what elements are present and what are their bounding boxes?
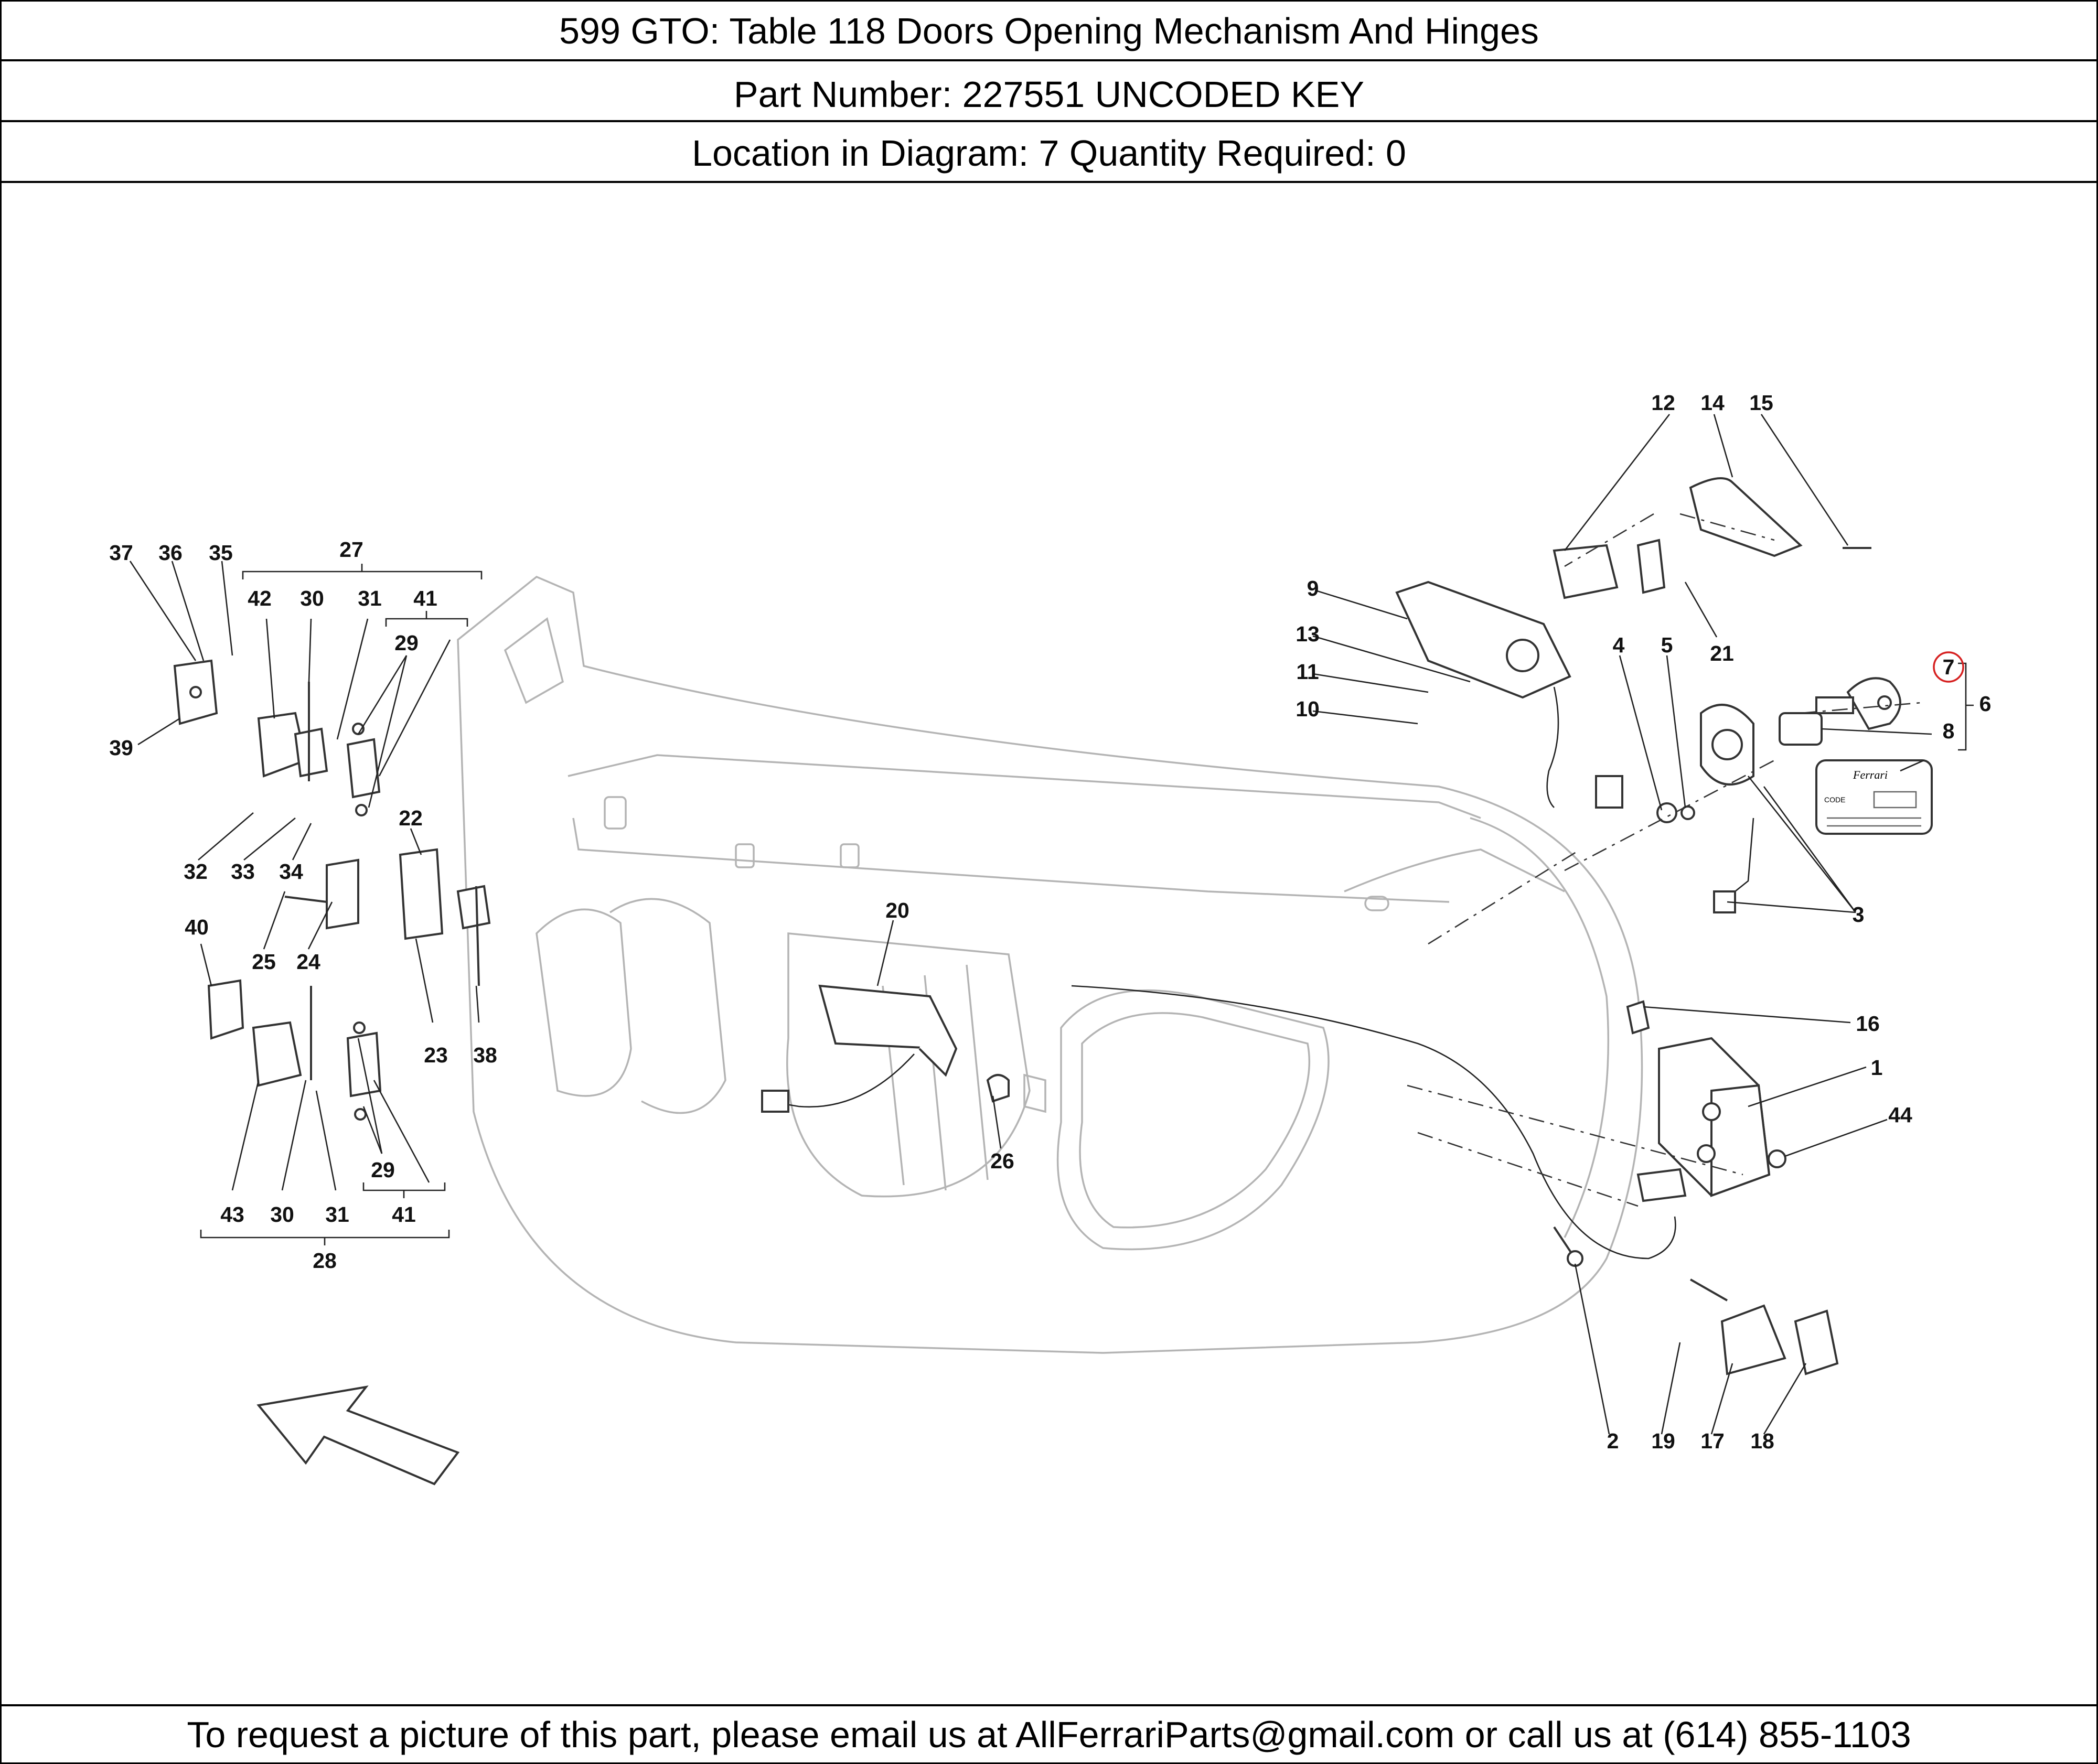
callout-30-upper: 30	[300, 586, 324, 610]
callout-7: 7	[1943, 655, 1955, 679]
door-latch-assembly	[1626, 1000, 1786, 1202]
callout-19: 19	[1651, 1429, 1675, 1453]
highlighted-callout-ring	[1933, 651, 1964, 683]
callout-35: 35	[209, 541, 233, 565]
callout-3: 3	[1853, 902, 1865, 927]
callout-4: 4	[1613, 633, 1625, 657]
clip-26	[986, 1073, 1046, 1113]
callout-31-upper: 31	[358, 586, 382, 610]
callout-30-lower: 30	[270, 1202, 294, 1227]
callout-20: 20	[885, 898, 909, 922]
callout-41-upper: 41	[413, 586, 437, 610]
header-divider	[2, 59, 2096, 61]
grouping-brackets	[200, 564, 1974, 1245]
uncoded-key-card: Ferrari CODE	[1815, 759, 1933, 835]
callout-26: 26	[990, 1149, 1014, 1173]
callout-37: 37	[109, 541, 133, 565]
callout-12: 12	[1651, 391, 1675, 415]
callout-40: 40	[185, 915, 209, 939]
callout-39: 39	[109, 736, 133, 760]
exploded-parts-diagram: Ferrari CODE	[109, 391, 1991, 1486]
callout-31-lower: 31	[325, 1202, 349, 1227]
callout-13: 13	[1296, 622, 1320, 646]
key-6-assembly	[1815, 677, 1901, 730]
door-check-assembly	[284, 848, 491, 986]
callout-33: 33	[231, 859, 255, 884]
callout-1: 1	[1871, 1056, 1883, 1080]
callout-14: 14	[1700, 391, 1725, 415]
callout-27: 27	[339, 537, 363, 562]
callout-28: 28	[313, 1249, 337, 1273]
callout-32: 32	[184, 859, 208, 884]
striker-assembly	[1553, 1226, 1839, 1375]
inner-handle-assembly	[761, 984, 958, 1113]
callout-18: 18	[1750, 1429, 1774, 1453]
callout-34: 34	[279, 859, 303, 884]
location-line: Location in Diagram: 7 Quantity Required…	[692, 133, 1406, 174]
key-card-brand: Ferrari	[1853, 768, 1888, 781]
callout-15: 15	[1749, 391, 1773, 415]
part-number-line: Part Number: 227551 UNCODED KEY	[733, 74, 1365, 115]
upper-hinge-assembly	[173, 659, 381, 816]
callout-43: 43	[220, 1202, 244, 1227]
page-title: 599 GTO: Table 118 Doors Opening Mechani…	[559, 10, 1539, 51]
callout-29-lower: 29	[371, 1158, 395, 1182]
callout-17: 17	[1700, 1429, 1725, 1453]
callout-23: 23	[424, 1043, 448, 1067]
footer-divider	[2, 1704, 2096, 1706]
footer-contact: To request a picture of this part, pleas…	[187, 1714, 1911, 1755]
header-divider	[2, 181, 2096, 183]
callout-25: 25	[252, 950, 276, 974]
callout-11: 11	[1296, 660, 1319, 684]
callout-6: 6	[1979, 692, 1992, 716]
callout-16: 16	[1856, 1012, 1880, 1036]
callout-36: 36	[158, 541, 183, 565]
header-divider	[2, 120, 2096, 122]
callout-21: 21	[1710, 641, 1734, 665]
alignment-lines	[1407, 513, 1922, 1207]
callout-42: 42	[248, 586, 272, 610]
lower-hinge-assembly	[207, 979, 382, 1121]
callout-10: 10	[1296, 697, 1320, 721]
release-cable	[1071, 985, 1676, 1260]
callout-labels: 1 2 3 4 5 6 7 8 9 10 11 12 13 14 15 16 1…	[109, 391, 1991, 1453]
callout-2: 2	[1607, 1429, 1619, 1453]
callout-38: 38	[473, 1043, 497, 1067]
key-card-code-label: CODE	[1824, 795, 1845, 804]
door-panel-outline	[457, 575, 1643, 1354]
callout-5: 5	[1661, 633, 1673, 657]
leader-lines	[129, 414, 1932, 1435]
callout-9: 9	[1307, 576, 1319, 600]
callout-29-upper: 29	[394, 631, 419, 655]
callout-41-lower: 41	[392, 1202, 416, 1227]
callout-44: 44	[1888, 1103, 1912, 1127]
callout-22: 22	[399, 806, 423, 830]
callout-24: 24	[296, 950, 320, 974]
callout-8: 8	[1943, 719, 1955, 743]
outer-handle-assembly	[1395, 477, 1871, 809]
direction-arrow	[256, 1385, 460, 1486]
